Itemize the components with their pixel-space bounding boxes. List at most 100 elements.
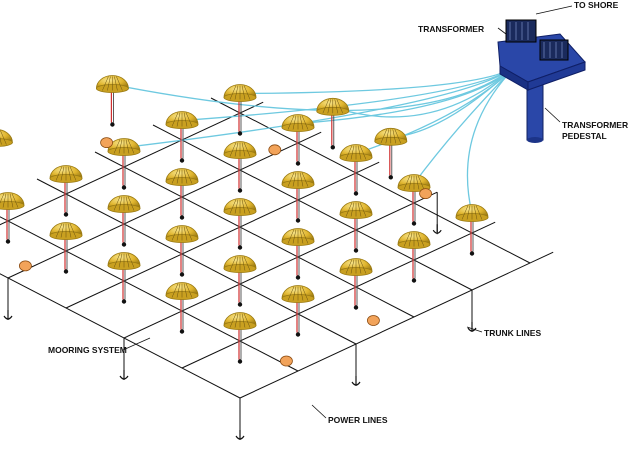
buoy-rib (357, 259, 362, 274)
trunk-cable (332, 61, 521, 118)
buoy-rib (301, 229, 309, 244)
buoy (165, 225, 199, 243)
buoy-rib (292, 229, 297, 244)
buoy-rib (234, 142, 239, 157)
mooring-line (123, 191, 438, 339)
buoy-rib (345, 145, 353, 160)
transformer-pedestal-label-1: TRANSFORMER (562, 120, 628, 130)
buoy-rib (299, 115, 304, 130)
buoy-rib (408, 232, 413, 247)
mooring-line (94, 151, 415, 318)
buoy-rib (113, 253, 121, 268)
buoy-rib (243, 313, 251, 328)
buoy-rib (466, 205, 471, 220)
buoy-rib (359, 259, 367, 274)
ballast-weight (5, 239, 11, 244)
buoy-array (0, 75, 489, 330)
ballast-weight (179, 215, 185, 220)
buoy-rib (125, 196, 130, 211)
buoy-rib (241, 256, 246, 271)
buoy (281, 285, 315, 303)
ballast-weight (353, 191, 359, 196)
buoy-rib (415, 175, 420, 190)
ballast-weight (110, 122, 115, 127)
ballast-weight (237, 131, 243, 136)
buoy (223, 84, 257, 102)
buoy-rib (229, 85, 237, 100)
buoy-rib (67, 166, 72, 181)
buoy-rib (357, 145, 362, 160)
ballast-weight (179, 272, 185, 277)
trunk-cable (413, 61, 521, 184)
buoy-rib (287, 229, 295, 244)
mooring-line (239, 251, 554, 399)
buoy-rib (243, 199, 251, 214)
anchor-icon (119, 370, 129, 380)
buoy-rib (287, 286, 295, 301)
buoy-rib (127, 253, 135, 268)
buoy-rib (69, 166, 77, 181)
buoy-rib (60, 223, 65, 238)
buoy (165, 111, 199, 129)
mooring-float (419, 188, 433, 200)
leader-lines (122, 5, 573, 419)
ballast-weight (179, 329, 185, 334)
mooring-float (279, 355, 293, 367)
trunk-cable (466, 61, 521, 214)
trunk-cable (112, 61, 521, 112)
buoy-rib (0, 193, 5, 204)
buoy-rib (292, 115, 297, 130)
buoy-rib (287, 172, 295, 187)
buoy (49, 222, 83, 240)
transformer-pedestal (526, 77, 544, 143)
buoy-rib (69, 223, 77, 238)
buoy-rib (243, 85, 251, 100)
mooring-grid (0, 97, 554, 399)
buoy-rib (185, 226, 193, 241)
buoy-rib (125, 139, 130, 154)
buoy-rib (357, 202, 362, 217)
trunk-lines-label: TRUNK LINES (484, 328, 541, 338)
buoy-rib (125, 253, 130, 268)
buoy-rib (176, 283, 181, 298)
buoy-rib (9, 193, 14, 208)
ballast-weight (411, 221, 417, 226)
buoy-rib (241, 142, 246, 157)
buoy (107, 252, 141, 270)
buoy (223, 141, 257, 159)
transformer-pedestal-label-2: PEDESTAL (562, 131, 607, 141)
buoy-rib (299, 172, 304, 187)
buoy-rib (350, 145, 355, 160)
buoy-rib (171, 112, 179, 127)
buoy-rib (113, 139, 121, 154)
mooring-line (152, 124, 473, 291)
mooring-line (7, 131, 322, 279)
ballast-weight (295, 332, 301, 337)
buoy (455, 204, 489, 222)
buoy-rib (116, 76, 123, 91)
buoy-rib (299, 229, 304, 244)
buoy-rib (417, 175, 425, 190)
buoy-rib (102, 76, 109, 91)
buoy (374, 127, 408, 146)
buoy-rib (301, 286, 309, 301)
mooring-line (36, 178, 357, 345)
ballast-weight (295, 275, 301, 280)
buoy-rib (380, 129, 388, 144)
buoy-rib (359, 145, 367, 160)
buoy-rib (473, 205, 478, 220)
ballast-weight (237, 188, 243, 193)
buoy-rib (60, 166, 65, 181)
buoy (0, 192, 25, 210)
buoy-rib (114, 76, 118, 91)
mooring-floats (18, 137, 433, 367)
buoy-rib (350, 202, 355, 217)
ballast-weight (237, 302, 243, 307)
buoy-rib (292, 172, 297, 187)
buoy-rib (243, 142, 251, 157)
buoy-rib (2, 193, 7, 208)
ballast-weight (295, 218, 301, 223)
buoy-rib (55, 166, 63, 181)
buoy-rib (229, 256, 237, 271)
